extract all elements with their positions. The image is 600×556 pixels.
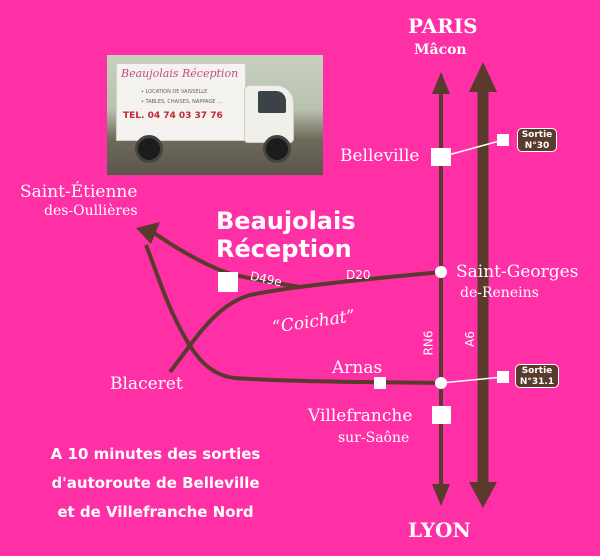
exit-31-badge: Sortie N°31.1 bbox=[515, 364, 559, 388]
villefranche-label: Villefranche bbox=[308, 406, 413, 426]
truck-phone: TEL. 04 74 03 37 76 bbox=[123, 111, 223, 121]
lyon-label: LYON bbox=[408, 518, 471, 542]
beaujolais-reception-marker bbox=[218, 272, 238, 292]
belleville-marker bbox=[431, 148, 451, 166]
des-oullieres-label: des-Oullières bbox=[44, 203, 138, 219]
a6-label: A6 bbox=[462, 331, 477, 347]
saint-georges-label: Saint-Georges bbox=[456, 262, 579, 282]
villefranche-marker bbox=[432, 406, 451, 424]
a6-motorway bbox=[469, 62, 497, 508]
access-info-line-1: A 10 minutes des sorties bbox=[50, 445, 261, 463]
truck-logo: Beaujolais Réception bbox=[121, 67, 239, 80]
exit-30-badge: Sortie N°30 bbox=[517, 128, 557, 152]
blaceret-label: Blaceret bbox=[110, 374, 183, 394]
d20-label: D20 bbox=[346, 268, 371, 282]
saint-georges-junction bbox=[435, 266, 447, 278]
business-name-line-2: Réception bbox=[216, 235, 352, 263]
truck-line-2: • TABLES, CHAISES, NAPPAGE ... bbox=[141, 99, 222, 105]
rn6-label: RN6 bbox=[421, 330, 436, 356]
access-info: A 10 minutes des sorties d'autoroute de … bbox=[18, 440, 293, 527]
sur-saone-label: sur-Saône bbox=[338, 430, 410, 446]
macon-label: Mâcon bbox=[414, 42, 467, 58]
rn6-road bbox=[432, 72, 450, 506]
de-reneins-label: de-Reneins bbox=[460, 285, 539, 301]
arnas-marker bbox=[374, 377, 386, 389]
arnas-label: Arnas bbox=[332, 358, 383, 378]
truck-line-1: • LOCATION DE VAISSELLE bbox=[141, 89, 208, 95]
business-name: Beaujolais Réception bbox=[216, 207, 356, 263]
exit-30-label: Sortie bbox=[521, 130, 553, 140]
access-info-line-3: et de Villefranche Nord bbox=[57, 503, 254, 521]
arnas-junction bbox=[435, 377, 447, 389]
exit-30-marker bbox=[497, 134, 509, 146]
exit-30-number: N°30 bbox=[524, 141, 550, 151]
exit-31-number: N°31.1 bbox=[519, 377, 555, 387]
saint-etienne-label: Saint-Étienne bbox=[20, 182, 138, 202]
arnas-road bbox=[144, 244, 442, 385]
belleville-label: Belleville bbox=[340, 146, 420, 166]
d20-road bbox=[168, 270, 442, 374]
saint-etienne-arrow bbox=[136, 222, 160, 244]
paris-label: PARIS bbox=[408, 14, 478, 38]
access-info-line-2: d'autoroute de Belleville bbox=[51, 474, 260, 492]
exit-31-label: Sortie bbox=[521, 366, 553, 376]
truck-photo: Beaujolais Réception • LOCATION DE VAISS… bbox=[107, 55, 323, 175]
business-name-line-1: Beaujolais bbox=[216, 207, 356, 235]
exit-31-marker bbox=[497, 371, 509, 383]
